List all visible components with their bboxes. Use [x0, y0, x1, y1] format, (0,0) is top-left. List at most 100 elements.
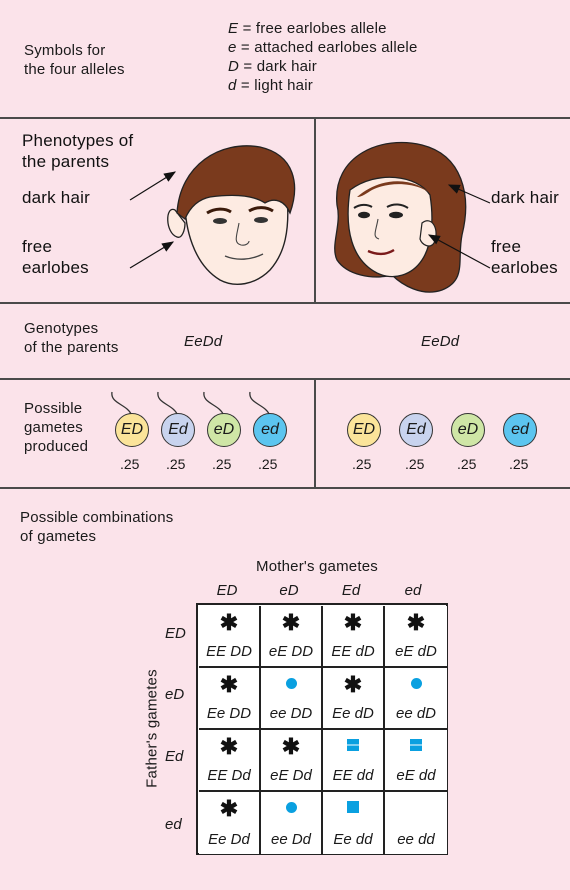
pointer-arrow [427, 234, 491, 269]
father-gamete-prob: .25 [120, 456, 140, 472]
ear-shape [167, 208, 186, 238]
asterisk-icon: ✱ [219, 734, 239, 759]
father-gamete-prob: .25 [258, 456, 278, 472]
mother-gamete-ed: ed [503, 413, 537, 447]
genotype-label: Ee DD [206, 705, 252, 722]
mother-genotype: EeDd [421, 333, 460, 350]
row-label: ED [165, 625, 186, 642]
divider [0, 487, 570, 489]
mother-gamete-prob: .25 [509, 456, 529, 472]
symbols-heading: Symbols for the four alleles [24, 42, 125, 78]
father-illustration [129, 145, 296, 286]
divider [0, 302, 570, 304]
punnett-cell: ✱ EE dD [323, 606, 385, 668]
pointer-arrow [447, 184, 491, 204]
genotype-label: EE Dd [207, 767, 251, 784]
column-label: ed [404, 582, 422, 599]
mother-gamete-Ed: Ed [399, 413, 433, 447]
genotype-label: EE dd [332, 767, 374, 784]
punnett-cell: ✱ eE Dd [261, 730, 323, 792]
punnett-cell: ✱ eE DD [261, 606, 323, 668]
asterisk-icon: ✱ [406, 610, 426, 635]
genotypes-heading: Genotypes of the parents [24, 320, 119, 356]
father-gamete-ed: ed [253, 413, 287, 447]
pointer-arrow [129, 241, 175, 269]
genotype-label: eE DD [268, 643, 314, 660]
father-gamete-prob: .25 [212, 456, 232, 472]
genotype-label: EE DD [206, 643, 252, 660]
genotype-label: Ee dD [332, 705, 374, 722]
genotype-label: ee dd [397, 831, 435, 848]
mother-gamete-prob: .25 [405, 456, 425, 472]
symbol-row: D = dark hair [228, 58, 317, 75]
divider [0, 378, 570, 380]
symbol-row: e = attached earlobes allele [228, 39, 418, 56]
punnett-cell: ee Dd [261, 792, 323, 854]
gametes-heading: Possible gametes produced [24, 400, 89, 455]
genotype-label: Ee Dd [208, 831, 250, 848]
hair-shape [176, 145, 296, 221]
symbols-list: E = free earlobes allele e = attached ea… [228, 19, 418, 95]
father-gamete-Ed: Ed [161, 413, 195, 447]
punnett-cell: eE dd [385, 730, 447, 792]
asterisk-icon: ✱ [219, 672, 239, 697]
divider [314, 117, 316, 302]
asterisk-icon: ✱ [219, 610, 239, 635]
father-gamete-eD: eD [207, 413, 241, 447]
punnett-cell: ✱ eE dD [385, 606, 447, 668]
punnett-cell: ✱ Ee DD [199, 668, 261, 730]
circle-icon [285, 678, 297, 689]
genotype-label: eE dD [395, 643, 437, 660]
circle-icon [285, 802, 297, 813]
father-ear-label: free earlobes [22, 237, 89, 277]
symbol-row: d = light hair [228, 77, 313, 94]
genotype-label: eE Dd [270, 767, 312, 784]
mother-illustration [334, 141, 491, 293]
phenotypes-heading: Phenotypes of the parents [22, 131, 134, 171]
row-label: eD [165, 686, 185, 703]
punnett-cell: ee DD [261, 668, 323, 730]
circle-icon [410, 678, 422, 689]
genotype-label: ee dD [395, 705, 437, 722]
mother-hair-label: dark hair [491, 188, 559, 207]
father-hair-label: dark hair [22, 188, 90, 207]
divider [314, 378, 316, 487]
square-icon [410, 739, 422, 751]
pointer-arrow [129, 171, 177, 201]
father-gamete-ED: ED [115, 413, 149, 447]
asterisk-icon: ✱ [219, 796, 239, 821]
mother-gamete-prob: .25 [457, 456, 477, 472]
punnett-cell: ✱ EE DD [199, 606, 261, 668]
asterisk-icon: ✱ [281, 610, 301, 635]
punnett-cell: ee dd [385, 792, 447, 854]
mother-ear-label: free earlobes [491, 237, 558, 277]
symbol-row: E = free earlobes allele [228, 20, 387, 37]
ear-shape [419, 220, 437, 247]
punnett-cell: ✱ EE Dd [199, 730, 261, 792]
father-genotype: EeDd [184, 333, 223, 350]
genotype-label: EE dD [331, 643, 375, 660]
mother-gamete-ED: ED [347, 413, 381, 447]
column-label: ED [216, 582, 238, 599]
punnett-square: ✱ EE DD ✱ eE DD ✱ EE dD ✱ eE dD ✱ Ee DD ee DD ✱ Ee d… [196, 603, 448, 855]
divider [0, 117, 570, 119]
square-icon [347, 739, 359, 751]
combinations-heading: Possible combinations of gametes [20, 509, 174, 545]
row-label: Ed [165, 748, 184, 765]
fathers-gametes-label: Father's gametes [143, 669, 161, 788]
column-label: eD [279, 582, 299, 599]
square-icon [347, 801, 359, 813]
punnett-cell: EE dd [323, 730, 385, 792]
genotype-label: ee DD [269, 705, 313, 722]
asterisk-icon: ✱ [343, 672, 363, 697]
asterisk-icon: ✱ [281, 734, 301, 759]
column-label: Ed [341, 582, 361, 599]
asterisk-icon: ✱ [343, 610, 363, 635]
mother-gamete-prob: .25 [352, 456, 372, 472]
genotype-label: Ee dd [333, 831, 373, 848]
row-label: ed [165, 816, 182, 833]
punnett-cell: ee dD [385, 668, 447, 730]
mothers-gametes-label: Mother's gametes [256, 558, 378, 575]
punnett-cell: ✱ Ee dD [323, 668, 385, 730]
